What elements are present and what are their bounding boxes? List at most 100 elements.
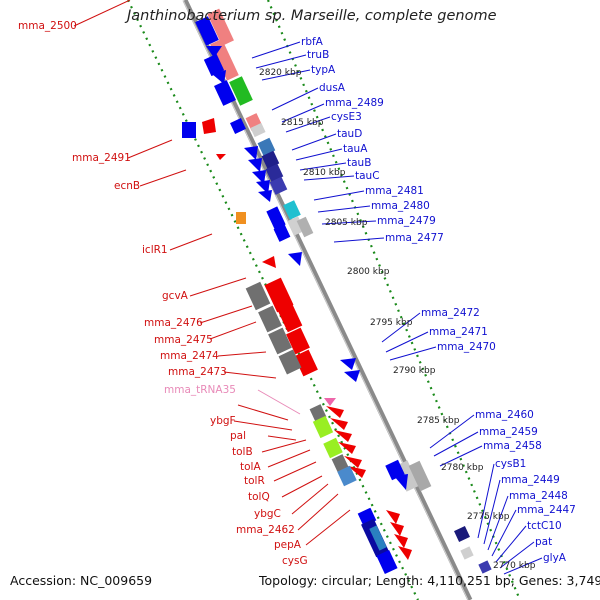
gene-label[interactable]: mma_2474 (160, 350, 219, 362)
map-title: Janthinobacterium sp. Marseille, complet… (127, 8, 497, 24)
gene-arrow (212, 70, 226, 84)
gene-label[interactable]: mma_2481 (365, 185, 424, 197)
gene-arrow (266, 206, 286, 230)
gene-arrow (390, 522, 404, 536)
feature-block (312, 415, 334, 439)
gene-label[interactable]: tolQ (248, 491, 270, 503)
gene-label[interactable]: mma_2479 (377, 215, 436, 227)
gene-arrow (340, 358, 356, 370)
gene-label[interactable]: mma_2459 (479, 426, 538, 438)
gene-arrow (182, 122, 196, 138)
feature-block (261, 150, 280, 169)
gene-label[interactable]: mma_2475 (154, 334, 213, 346)
gene-label[interactable]: cysG (282, 555, 308, 567)
gene-label[interactable]: tauA (343, 143, 368, 155)
gene-label[interactable]: mma_2458 (483, 440, 542, 452)
kbp-tick-label: 2820 kbp (259, 68, 302, 78)
gene-label[interactable]: pepA (274, 539, 301, 551)
gene-arrow (398, 546, 412, 560)
gene-label[interactable]: rbfA (301, 36, 323, 48)
gene-label[interactable]: mma_2470 (437, 341, 496, 353)
kbp-tick-label: 2805 kbp (325, 218, 368, 228)
kbp-tick-label: 2795 kbp (370, 318, 413, 328)
gene-label[interactable]: tolR (244, 475, 265, 487)
gene-arrow (244, 146, 258, 160)
gene-label[interactable]: pal (230, 430, 247, 442)
gene-label[interactable]: typA (311, 64, 336, 76)
gene-arrow (344, 456, 362, 468)
kbp-tick-label: 2815 kbp (281, 118, 324, 128)
kbp-tick-label: 2775 kbp (467, 512, 510, 522)
gene-arrow (334, 430, 352, 442)
gene-label[interactable]: tolB (232, 446, 253, 458)
gene-arrow (385, 459, 405, 481)
gene-label[interactable]: mma_2472 (421, 307, 480, 319)
gene-label[interactable]: mma_2447 (517, 504, 576, 516)
kbp-tick-label: 2770 kbp (493, 561, 536, 571)
gene-arrow (394, 534, 408, 548)
gene-arrow (206, 46, 222, 58)
leader-line-trna (257, 389, 301, 415)
trna-label[interactable]: mma_tRNA35 (164, 384, 236, 396)
gene-label[interactable]: dusA (319, 82, 345, 94)
gene-label[interactable]: glyA (543, 552, 566, 564)
feature-block (454, 526, 470, 542)
forward-genes (182, 16, 408, 575)
gene-label[interactable]: tauB (347, 157, 372, 169)
gene-label[interactable]: tctC10 (527, 520, 562, 532)
gene-arrow (236, 212, 246, 224)
gene-label[interactable]: mma_2476 (144, 317, 203, 329)
kbp-tick-label: 2790 kbp (393, 366, 436, 376)
gene-label[interactable]: mma_2460 (475, 409, 534, 421)
gene-label[interactable]: ybgF (210, 415, 236, 427)
gene-label[interactable]: ybgC (254, 508, 281, 520)
gene-arrow (369, 525, 387, 551)
gene-label[interactable]: ecnB (114, 180, 141, 192)
gene-label[interactable]: tauC (355, 170, 380, 182)
gene-label[interactable]: tolA (240, 461, 261, 473)
gene-label[interactable]: iclR1 (142, 244, 168, 256)
leader-lines-red (73, 0, 351, 546)
gene-label[interactable]: mma_2471 (429, 326, 488, 338)
gene-arrow (262, 256, 276, 268)
feature-block (331, 454, 349, 472)
feature-block (278, 349, 302, 375)
reverse-genes (202, 118, 412, 560)
gene-arrow (252, 170, 266, 184)
gene-label[interactable]: mma_2500 (18, 20, 77, 32)
feature-block (460, 546, 474, 560)
gene-label[interactable]: cysE3 (331, 111, 362, 123)
gene-arrow (214, 80, 236, 106)
feature-block (478, 560, 492, 574)
gene-label[interactable]: truB (307, 49, 330, 61)
outer-ring-dots-right (266, 0, 522, 600)
gene-label[interactable]: mma_2491 (72, 152, 131, 164)
gene-label[interactable]: mma_2477 (385, 232, 444, 244)
topology-text: Topology: circular; Length: 4,110,251 bp… (259, 573, 600, 588)
gene-arrow (258, 190, 272, 202)
gene-arrow (277, 303, 303, 333)
gene-label[interactable]: gcvA (162, 290, 188, 302)
gene-label[interactable]: tauD (337, 128, 363, 140)
gene-label[interactable]: mma_2473 (168, 366, 227, 378)
gene-arrow (264, 277, 294, 313)
gene-label[interactable]: cysB1 (495, 458, 527, 470)
feature-block (269, 176, 288, 195)
gene-label[interactable]: mma_2448 (509, 490, 568, 502)
gene-arrow (256, 180, 270, 194)
gene-label[interactable]: mma_2480 (371, 200, 430, 212)
gene-arrow (203, 53, 225, 77)
gene-label[interactable]: mma_2489 (325, 97, 384, 109)
gene-label[interactable]: mma_2449 (501, 474, 560, 486)
gene-arrow (326, 406, 344, 418)
gene-label[interactable]: mma_2462 (236, 524, 295, 536)
gene-arrow (195, 16, 219, 46)
feature-block (296, 216, 314, 238)
feature-block (257, 137, 276, 156)
feature-block (268, 327, 292, 355)
gene-arrow (386, 510, 400, 524)
kbp-tick-label: 2785 kbp (417, 416, 460, 426)
feature-block (258, 305, 282, 333)
gene-label[interactable]: pat (535, 536, 553, 548)
